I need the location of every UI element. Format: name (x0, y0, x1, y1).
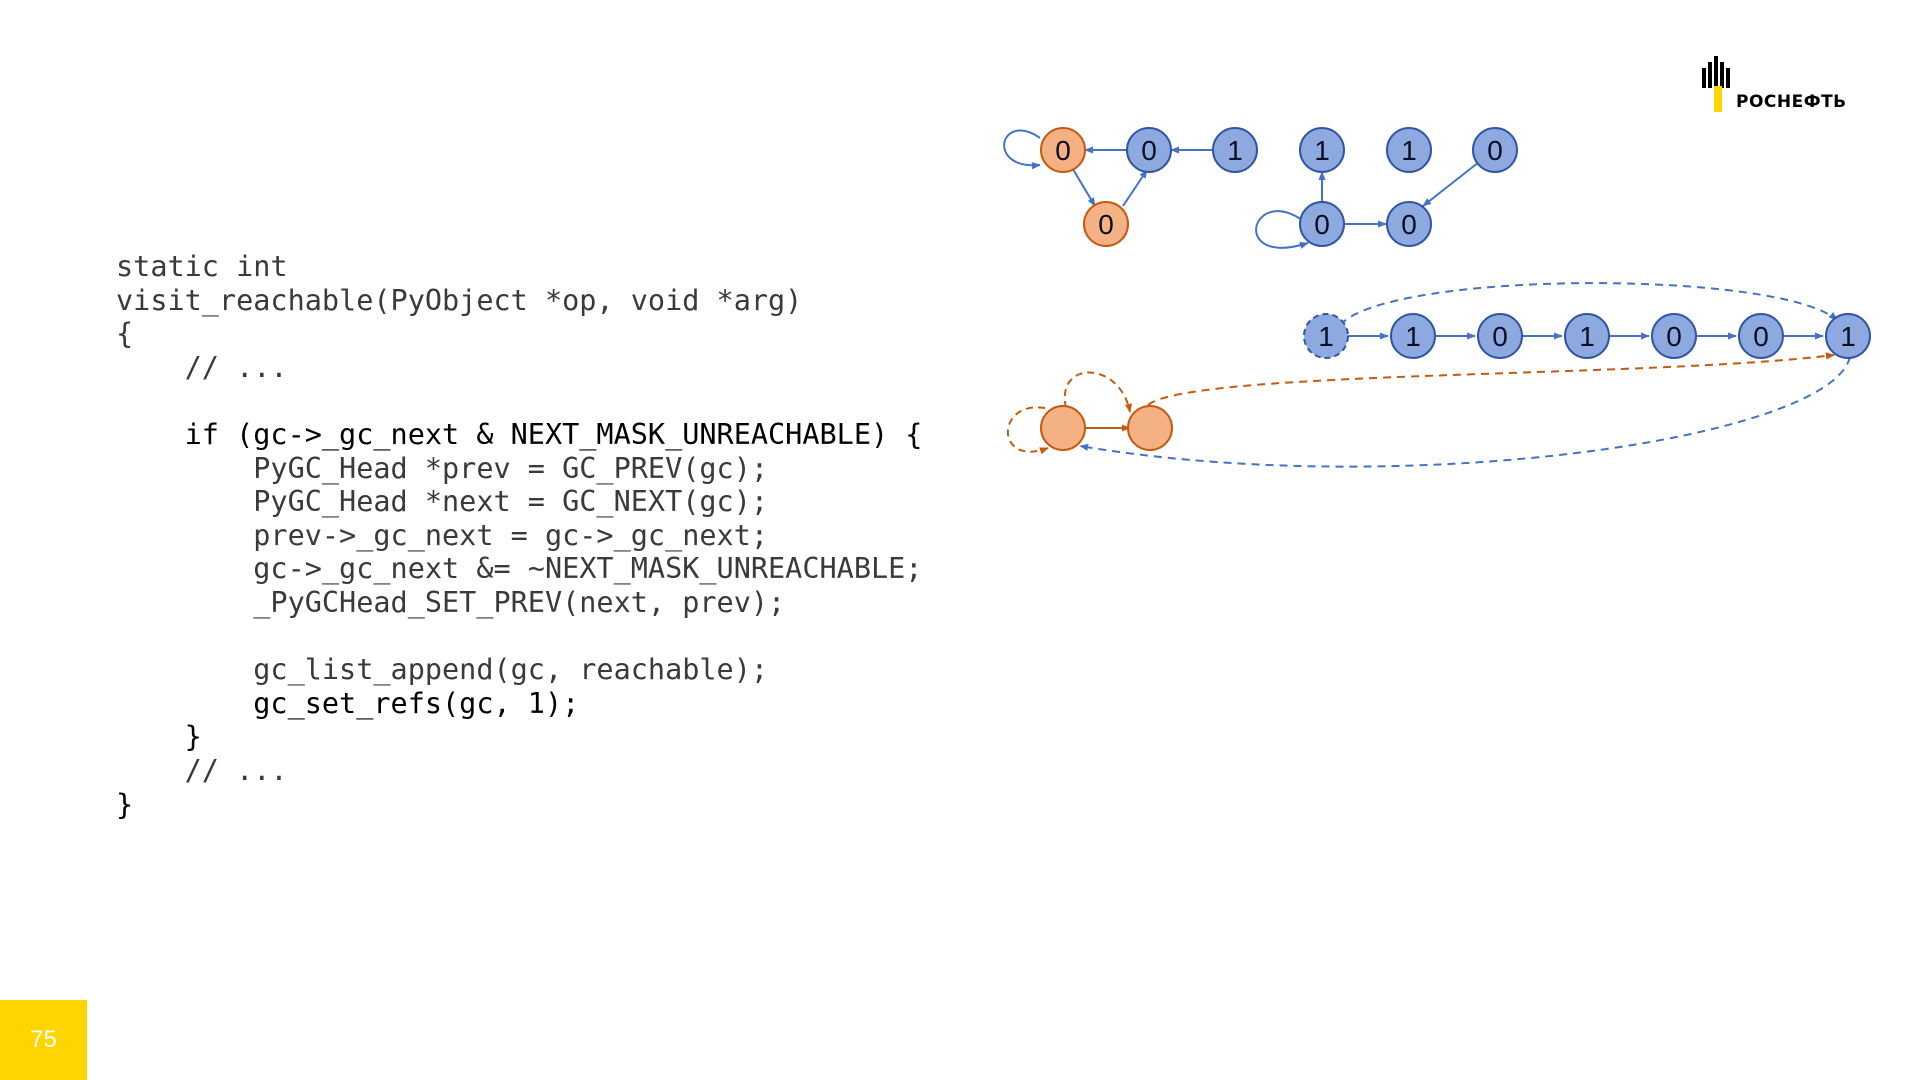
dashed-link-blue (1079, 356, 1851, 468)
list-node: 0 (1738, 313, 1784, 359)
graph-node: 1 (1386, 127, 1432, 173)
code-line: // ... (116, 350, 288, 384)
graph-node: 0 (1299, 201, 1345, 247)
svg-text:1: 1 (1318, 321, 1334, 352)
list-node: 0 (1651, 313, 1697, 359)
list-node: 1 (1390, 313, 1436, 359)
dashed-arc-orange (1063, 371, 1132, 413)
svg-text:1: 1 (1227, 135, 1243, 166)
dashed-link-orange (1147, 352, 1835, 406)
code-line: if (gc->_gc_next & NEXT_MASK_UNREACHABLE… (116, 417, 923, 451)
code-line: gc_list_append(gc, reachable); (116, 653, 769, 687)
list-node: 1 (1303, 313, 1349, 359)
svg-text:0: 0 (1141, 135, 1157, 166)
list-node: 0 (1477, 313, 1523, 359)
svg-text:0: 0 (1666, 321, 1682, 352)
code-line: // ... (116, 753, 288, 787)
code-line: PyGC_Head *prev = GC_PREV(gc); (116, 451, 769, 485)
code-line: static int (116, 250, 288, 283)
code-line: gc_set_refs(gc, 1); (116, 686, 580, 720)
page-number: 75 (0, 1000, 87, 1080)
edge-self-loop (1003, 129, 1041, 170)
dashed-link-blue (1339, 282, 1838, 326)
svg-text:1: 1 (1579, 321, 1595, 352)
logo-text: РОСНЕФТЬ (1736, 92, 1847, 112)
edge (1122, 169, 1148, 207)
svg-text:1: 1 (1314, 135, 1330, 166)
svg-text:0: 0 (1492, 321, 1508, 352)
svg-text:0: 0 (1098, 209, 1114, 240)
graph-node: 0 (1126, 127, 1172, 173)
svg-text:1: 1 (1840, 321, 1856, 352)
svg-text:0: 0 (1753, 321, 1769, 352)
code-line: PyGC_Head *next = GC_NEXT(gc); (116, 485, 769, 519)
code-line: } (116, 787, 134, 821)
graph-node: 0 (1386, 201, 1432, 247)
svg-text:0: 0 (1314, 209, 1330, 240)
edge (1422, 161, 1480, 207)
graph-node: 1 (1299, 127, 1345, 173)
svg-text:0: 0 (1055, 135, 1071, 166)
svg-text:1: 1 (1401, 135, 1417, 166)
graph-node: 0 (1083, 201, 1129, 247)
code-line: gc->_gc_next &= ~NEXT_MASK_UNREACHABLE; (116, 552, 923, 586)
graph-node: 1 (1212, 127, 1258, 173)
dashed-self-loop-orange (1006, 406, 1049, 455)
unreachable-node (1040, 405, 1086, 451)
unreachable-node (1127, 405, 1173, 451)
code-line: } (116, 720, 202, 754)
svg-text:0: 0 (1401, 209, 1417, 240)
code-line: { (116, 317, 134, 351)
edge (1070, 165, 1096, 207)
graph-node: 0 (1472, 127, 1518, 173)
svg-text:0: 0 (1487, 135, 1503, 166)
edge-self-loop (1255, 210, 1309, 249)
code-line: prev->_gc_next = gc->_gc_next; (116, 518, 769, 552)
list-node: 1 (1564, 313, 1610, 359)
code-line: visit_reachable(PyObject *op, void *arg) (116, 283, 803, 317)
list-node: 1 (1825, 313, 1871, 359)
svg-text:1: 1 (1405, 321, 1421, 352)
code-line: _PyGCHead_SET_PREV(next, prev); (116, 585, 786, 619)
graph-node: 0 (1040, 127, 1086, 173)
rosneft-logo-icon (1702, 56, 1730, 112)
